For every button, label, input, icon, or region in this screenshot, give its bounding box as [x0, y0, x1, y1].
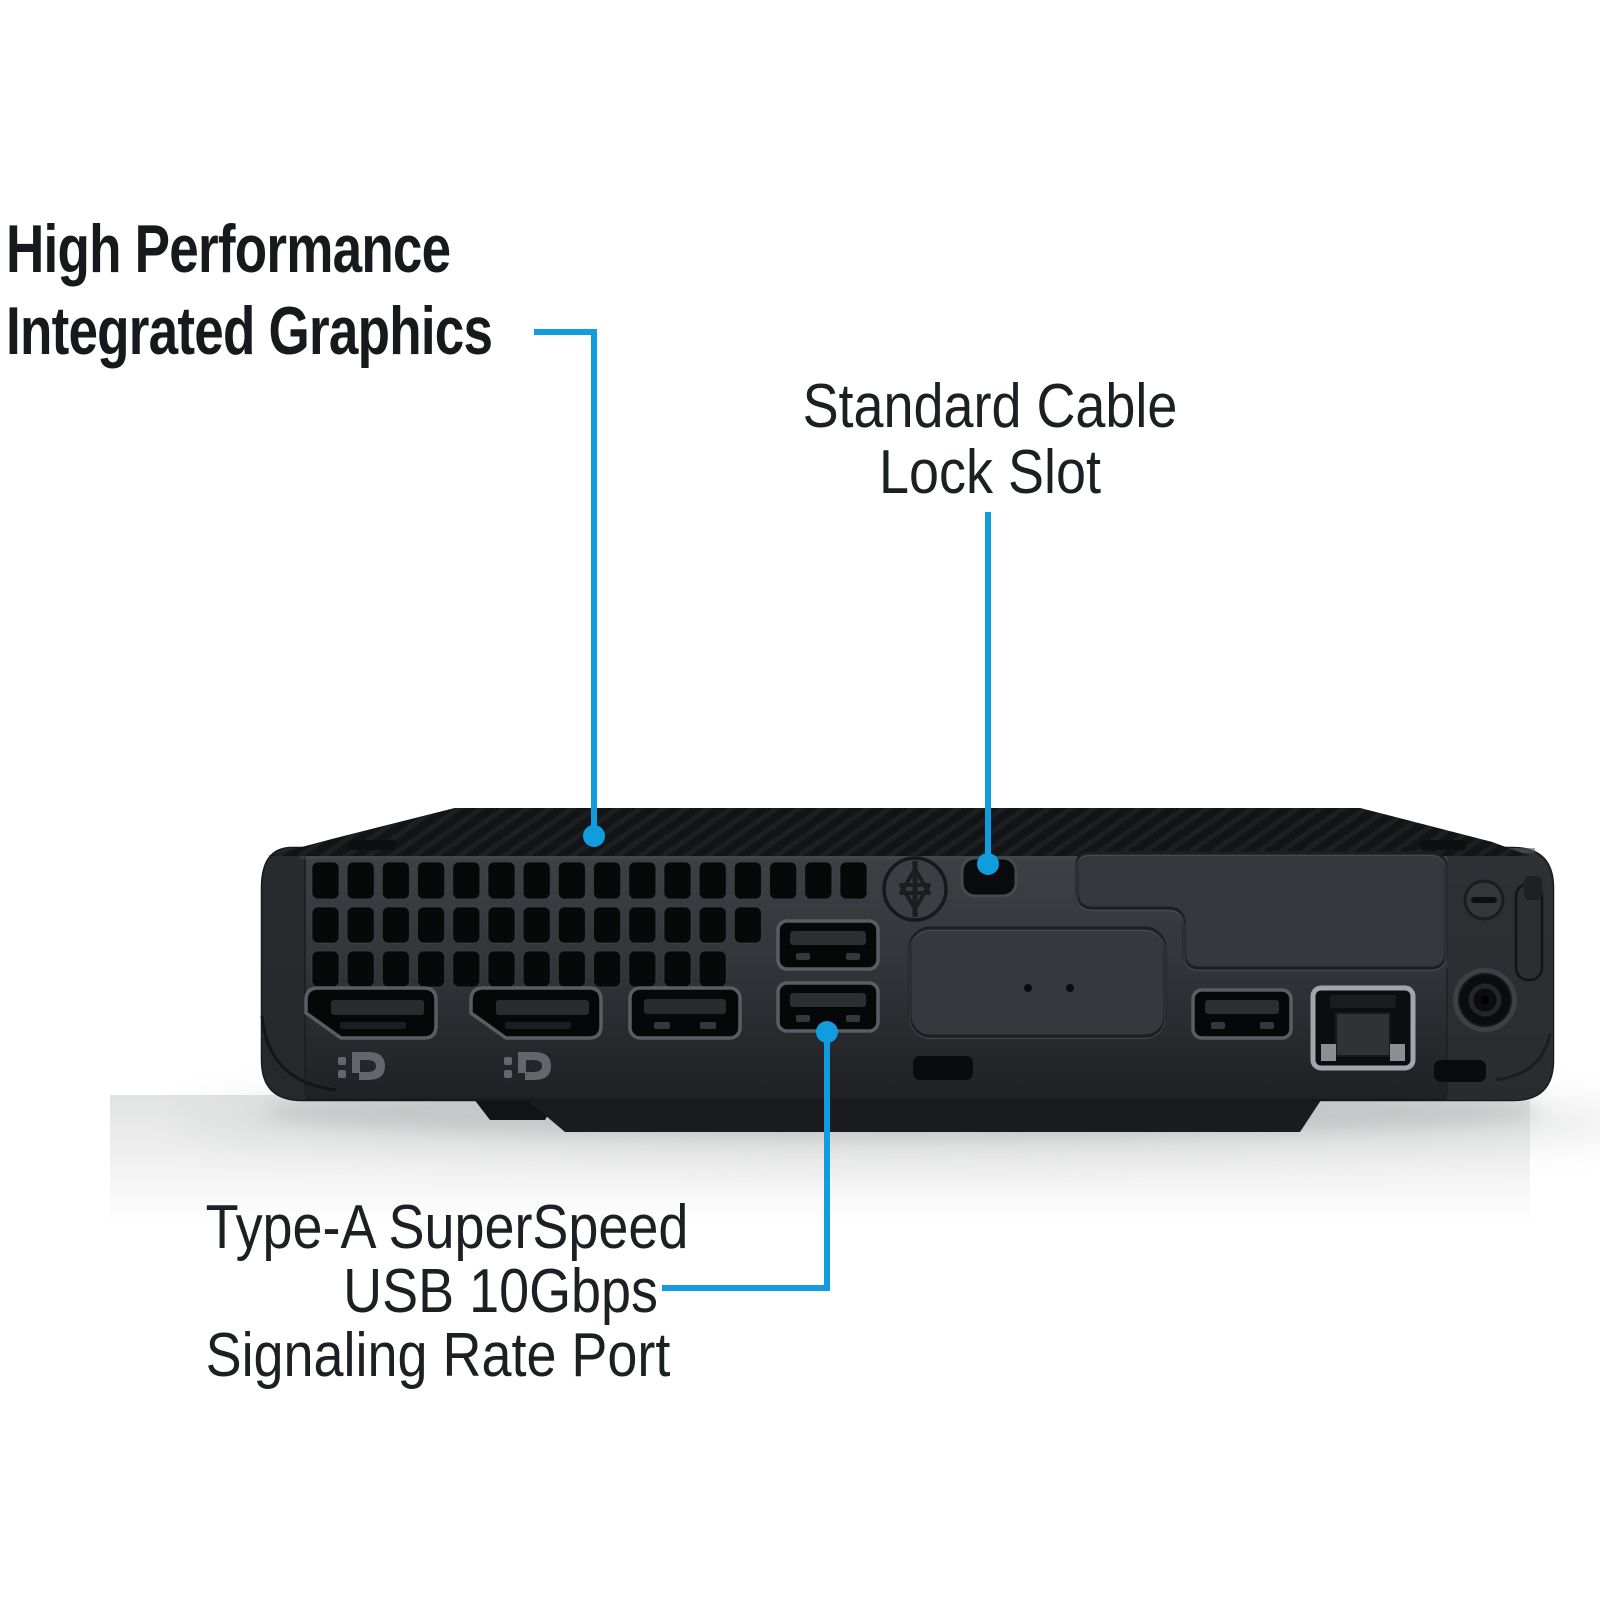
vent-hole	[733, 906, 762, 944]
callout-dot-usb	[816, 1021, 838, 1043]
vent-hole	[522, 906, 551, 944]
vent-hole	[698, 906, 727, 944]
vent-hole	[593, 906, 622, 944]
label-integrated-graphics: High Performance Integrated Graphics	[6, 208, 493, 372]
vent-hole	[804, 861, 833, 900]
vent-hole	[311, 906, 340, 944]
displayport-1	[304, 986, 438, 1040]
left-bezel	[262, 848, 305, 1100]
vent-hole	[557, 950, 586, 988]
vent-hole	[381, 950, 410, 988]
panel-dot	[1024, 984, 1032, 992]
vent-hole	[417, 950, 446, 988]
label-line: Lock Slot	[879, 438, 1101, 507]
vent-hole	[417, 906, 446, 944]
label-line: USB 10Gbps	[343, 1257, 658, 1326]
vent-hole	[663, 906, 692, 944]
vent-hole	[733, 861, 762, 900]
vent-hole	[311, 950, 340, 988]
thumbscrew	[882, 856, 948, 922]
label-usb-port: Type-A SuperSpeed USB 10Gbps Signaling R…	[205, 1193, 689, 1390]
vent-hole	[663, 950, 692, 988]
usb-a-upper	[776, 919, 880, 971]
power-connector	[1453, 968, 1517, 1032]
vent-hole	[557, 861, 586, 900]
displayport-logo	[338, 1052, 551, 1080]
displayport-2	[469, 986, 603, 1040]
vent-hole	[346, 906, 375, 944]
label-line: Type-A SuperSpeed	[205, 1193, 689, 1262]
label-line: Standard Cable	[802, 372, 1178, 441]
vent-hole	[593, 950, 622, 988]
vent-hole	[698, 861, 727, 900]
vent-hole	[417, 861, 446, 900]
ethernet-port	[1310, 985, 1416, 1071]
callout-dot-lock	[977, 853, 999, 875]
vent-hole	[487, 950, 516, 988]
label-line: High Performance	[6, 211, 451, 287]
vent-hole	[346, 861, 375, 900]
callout-lines	[534, 329, 991, 1291]
vent-hole	[628, 950, 657, 988]
vent-hole	[628, 906, 657, 944]
usb-a-lower	[776, 981, 880, 1033]
security-screw	[1463, 879, 1505, 921]
label-line: Integrated Graphics	[6, 293, 493, 369]
flex-port	[628, 986, 742, 1040]
vent-hole	[346, 950, 375, 988]
vent-grid	[311, 861, 868, 988]
callout-dot-graphics	[583, 825, 605, 847]
usb-a-right	[1191, 988, 1293, 1040]
vent-hole	[663, 861, 692, 900]
vent-hole	[487, 906, 516, 944]
vent-hole	[522, 861, 551, 900]
vent-hole	[593, 861, 622, 900]
panel-dot	[1066, 984, 1074, 992]
access-panel	[1075, 851, 1448, 972]
callout-line-usb	[662, 1036, 830, 1291]
vent-hole	[452, 906, 481, 944]
vent-hole	[452, 861, 481, 900]
vent-hole	[311, 861, 340, 900]
chassis-details	[913, 1033, 1552, 1082]
service-panel	[908, 926, 1167, 1040]
left-ear-seam	[260, 1015, 337, 1092]
vent-hole	[452, 950, 481, 988]
label-line: Signaling Rate Port	[205, 1321, 671, 1390]
release-latch	[1514, 876, 1544, 982]
vent-hole	[381, 906, 410, 944]
vent-hole	[557, 906, 586, 944]
lid-tab-right	[1420, 840, 1466, 850]
vent-hole	[522, 950, 551, 988]
vent-hole	[487, 861, 516, 900]
lid-tab-left	[348, 840, 396, 850]
label-cable-lock-slot: Standard Cable Lock Slot	[773, 374, 1208, 506]
vent-hole	[628, 861, 657, 900]
chassis-lid	[268, 808, 1530, 856]
callout-dots	[583, 825, 999, 1043]
callout-line-graphics	[534, 329, 597, 832]
vent-hole	[769, 861, 798, 900]
vent-hole	[839, 861, 868, 900]
vent-hole	[381, 861, 410, 900]
vent-hole	[698, 950, 727, 988]
